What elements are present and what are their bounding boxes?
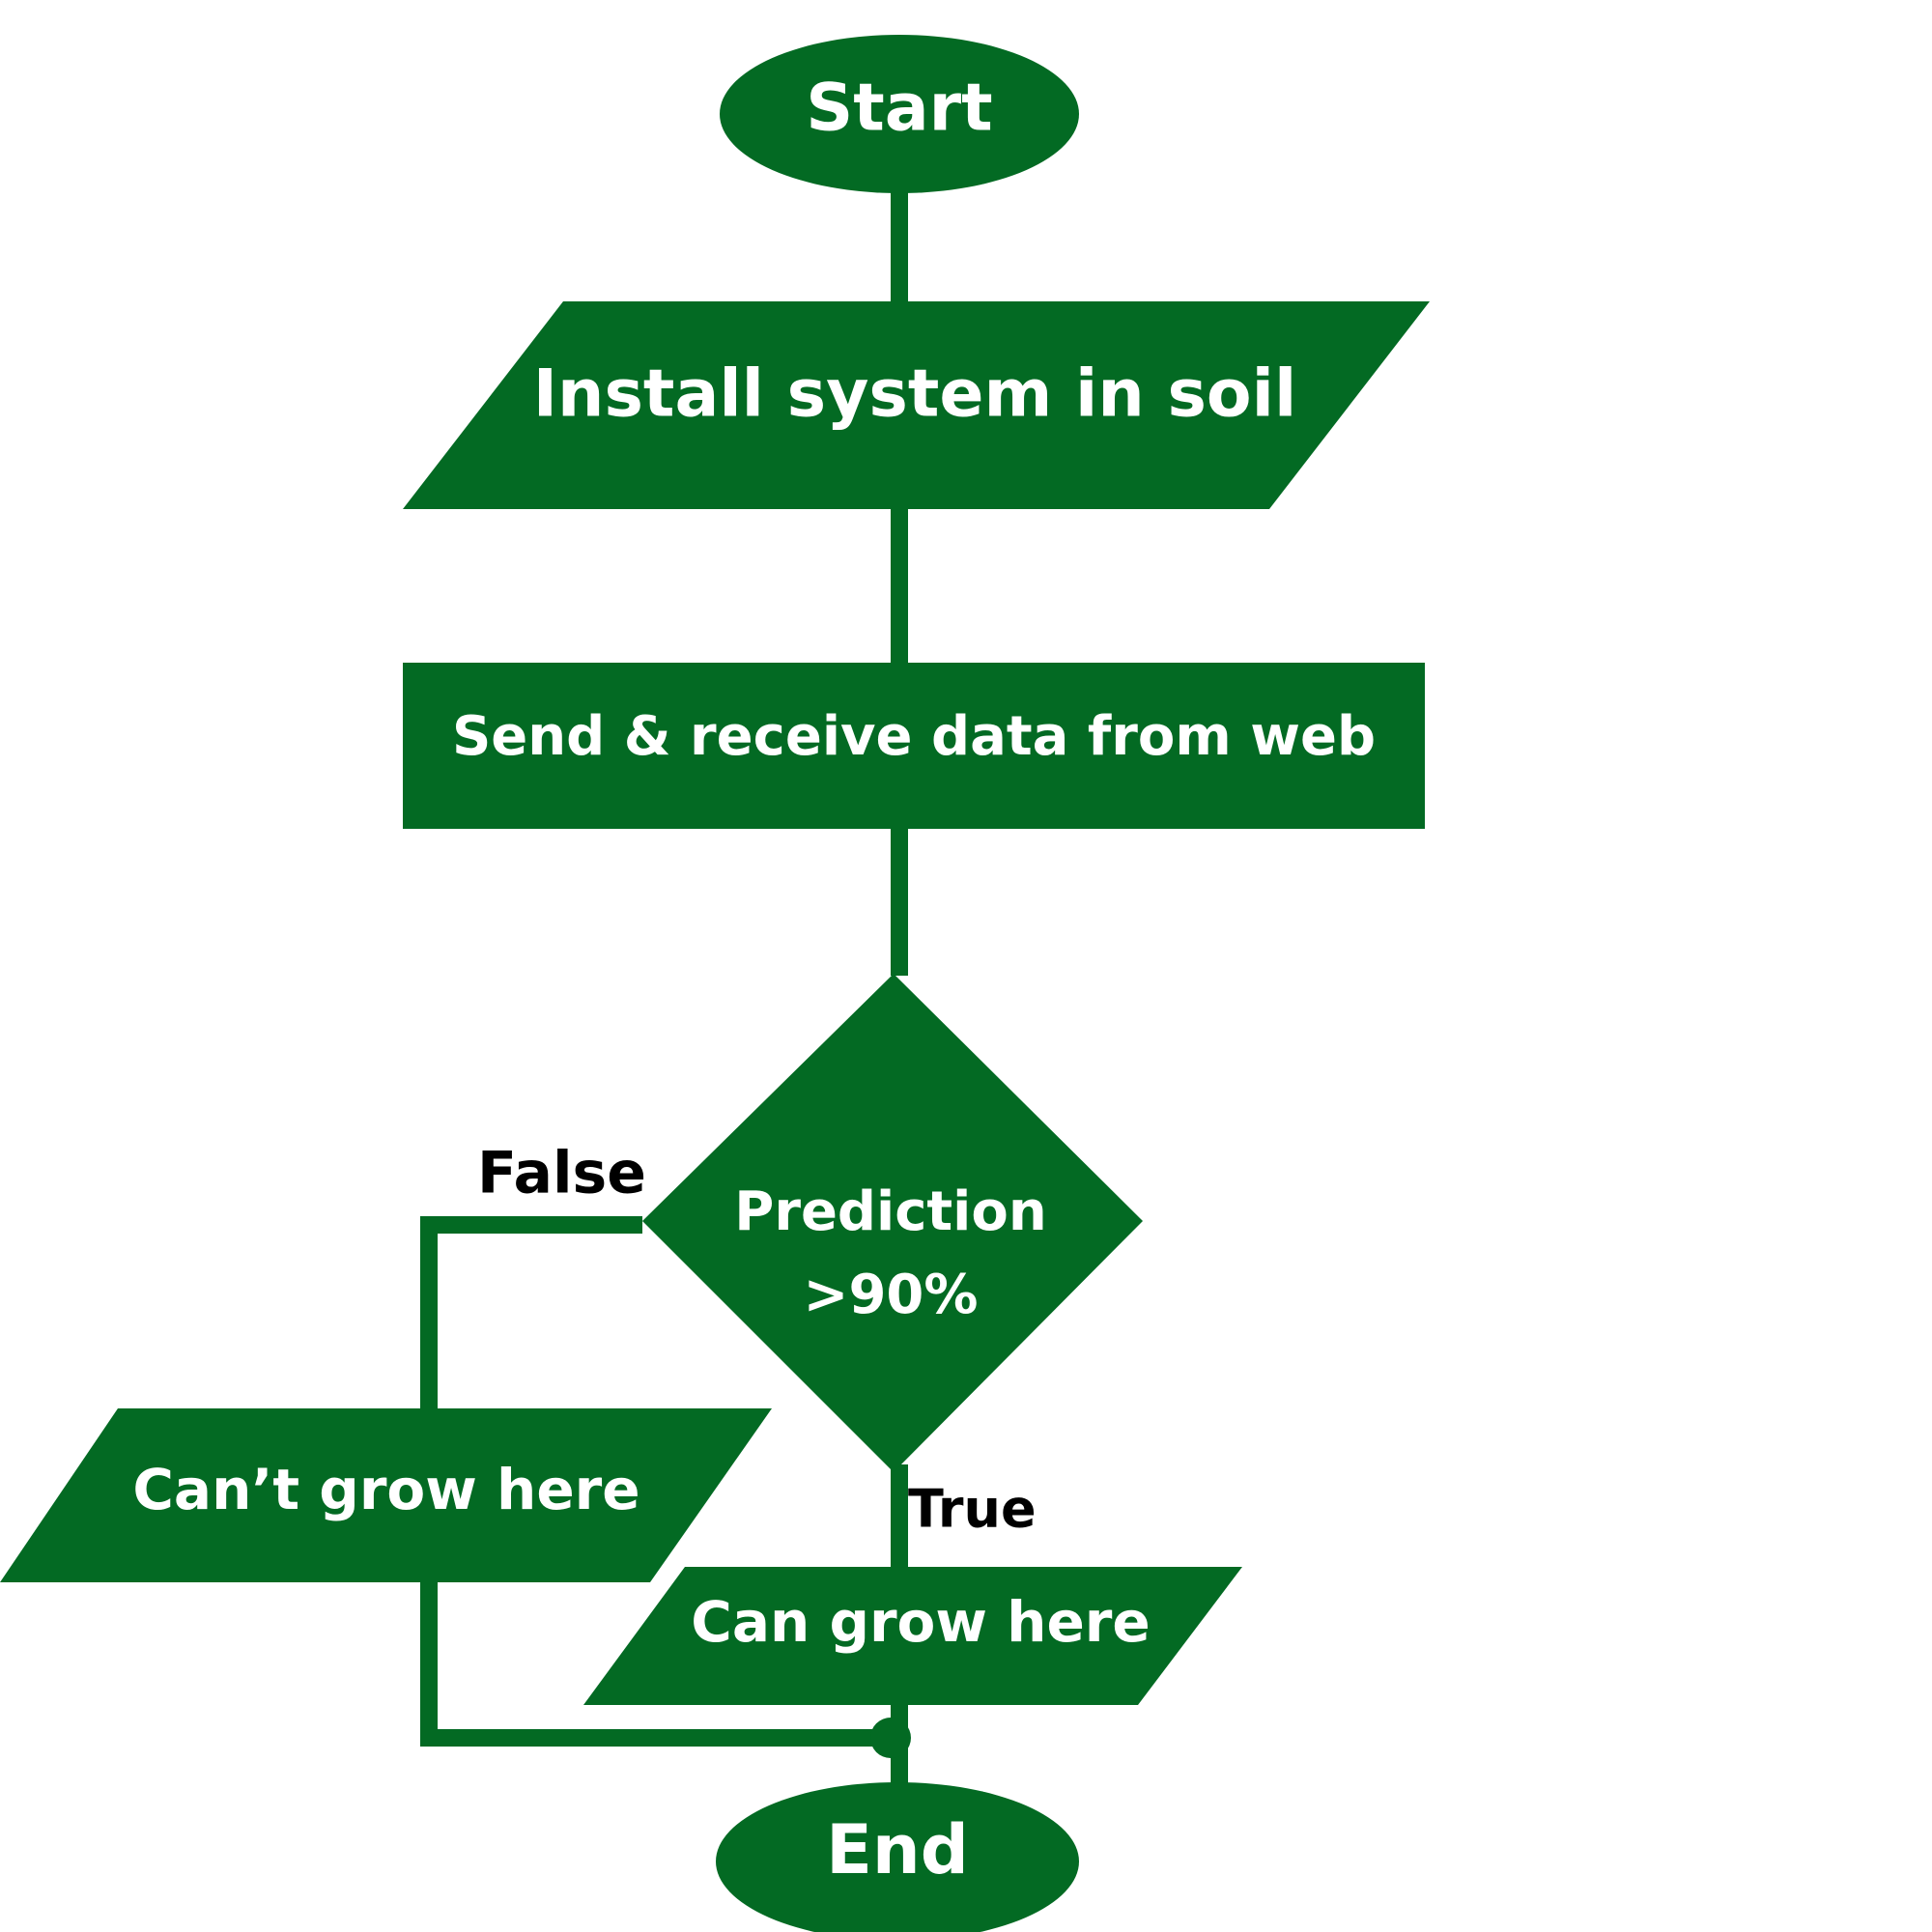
start-node [720,35,1079,193]
can-grow-label: Can grow here [691,1589,1151,1655]
decision-node [642,974,1143,1472]
cant-grow-label: Can’t grow here [132,1457,639,1522]
can-grow-node [583,1567,1242,1705]
true-branch-label: True [908,1479,1037,1540]
false-branch-label: False [477,1140,646,1208]
junction-dot [870,1718,911,1758]
send-receive-label: Send & receive data from web [452,705,1376,768]
install-label: Install system in soil [533,356,1297,433]
end-label: End [826,1810,969,1889]
decision-label-line2: >90% [804,1264,979,1326]
decision-label-line1: Prediction [734,1180,1046,1243]
cant-grow-node [0,1408,772,1582]
install-node [403,301,1430,509]
connector-decision-false [420,1216,642,1412]
send-receive-node [403,663,1425,829]
end-node [716,1782,1079,1932]
start-label: Start [806,71,992,147]
